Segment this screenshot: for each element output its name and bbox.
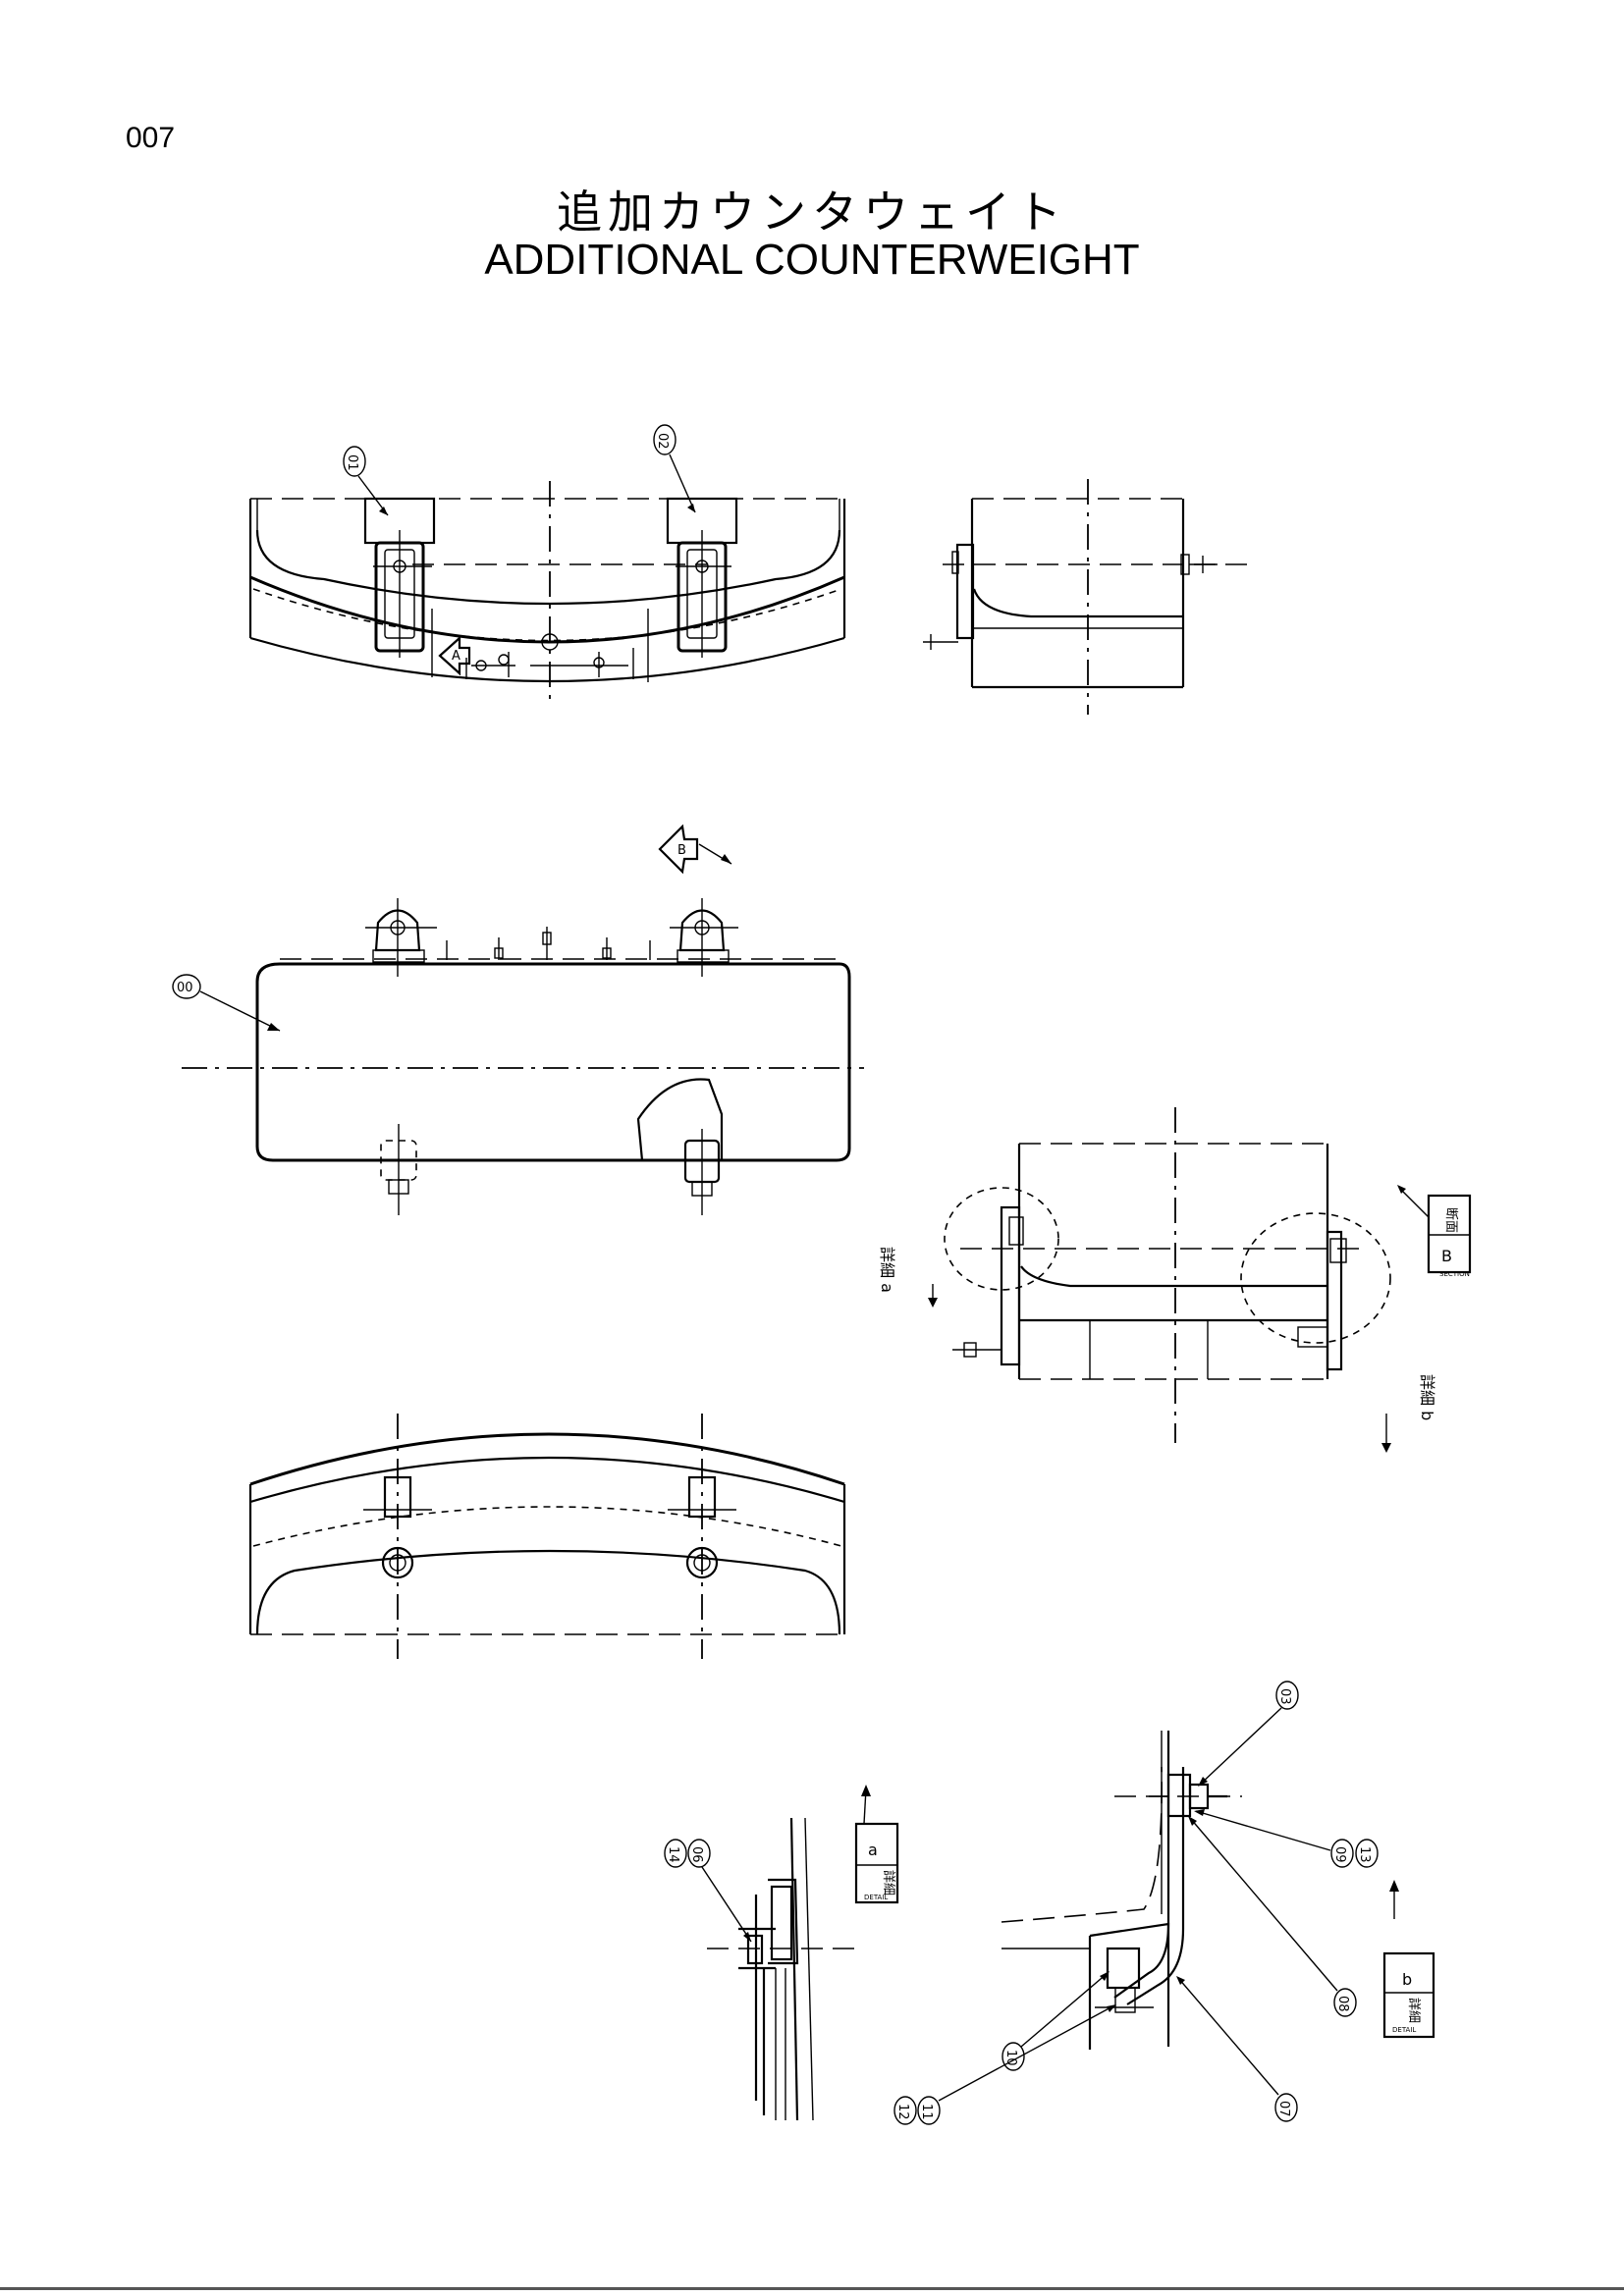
top-view: A 01 02 (248, 424, 846, 699)
svg-text:09: 09 (1332, 1846, 1347, 1863)
svg-text:00: 00 (177, 981, 193, 995)
ref-detail-b: 詳細 b (1418, 1374, 1436, 1420)
callout-00: 00 (172, 974, 281, 1032)
svg-text:DETAIL: DETAIL (864, 1894, 888, 1901)
callout-11: 11 (917, 2004, 1116, 2125)
callout-09: 09 (1194, 1809, 1354, 1868)
view-arrow-a: A (438, 635, 471, 676)
title-english: ADDITIONAL COUNTERWEIGHT (484, 236, 1140, 284)
detail-a-label: a 詳細 DETAIL (854, 1785, 899, 1904)
svg-text:11: 11 (919, 2104, 934, 2120)
view-arrow-b: B (658, 824, 732, 875)
svg-text:断面: 断面 (1443, 1207, 1458, 1233)
svg-text:詳細: 詳細 (881, 1870, 896, 1896)
svg-text:B: B (677, 843, 686, 858)
title-japanese: 追加カウンタウェイト (557, 186, 1067, 239)
svg-text:02: 02 (655, 433, 670, 450)
detail-a-view: 14 06 a 詳細 DETAIL (664, 1785, 899, 2121)
svg-text:14: 14 (666, 1846, 680, 1863)
svg-text:SECTION: SECTION (1439, 1270, 1470, 1278)
svg-text:01: 01 (345, 454, 359, 471)
svg-text:b: b (1402, 1970, 1412, 1989)
callout-01: 01 (343, 446, 389, 516)
svg-text:03: 03 (1277, 1688, 1292, 1705)
svg-text:A: A (452, 649, 460, 664)
callout-03: 03 (1198, 1681, 1299, 1787)
ref-detail-a: 詳細 a (878, 1247, 896, 1293)
callout-13: 13 (1355, 1839, 1379, 1868)
svg-text:B: B (1441, 1247, 1452, 1265)
svg-text:07: 07 (1276, 2101, 1291, 2117)
svg-text:a: a (868, 1841, 878, 1859)
svg-text:08: 08 (1335, 1996, 1350, 2012)
page-number: 007 (126, 122, 176, 154)
section-b-view: 詳細 a 詳細 b 断面 B SECTION (878, 1107, 1472, 1453)
front-view: 00 B (172, 824, 864, 1215)
detail-b-view: 03 09 13 08 07 10 (893, 1681, 1435, 2125)
svg-text:13: 13 (1357, 1846, 1372, 1863)
svg-text:06: 06 (689, 1846, 704, 1863)
callout-10: 10 (1001, 1971, 1110, 2071)
callout-14: 14 (664, 1839, 687, 1868)
bottom-rule (0, 2287, 1624, 2290)
callout-07: 07 (1176, 1976, 1298, 2122)
svg-text:10: 10 (1003, 2050, 1018, 2066)
callout-02: 02 (653, 424, 696, 513)
svg-text:詳細: 詳細 (1406, 1998, 1422, 2023)
svg-text:12: 12 (895, 2104, 910, 2120)
section-b-label: 断面 B SECTION (1397, 1185, 1472, 1278)
side-view (923, 479, 1247, 715)
callout-08: 08 (1188, 1816, 1357, 2017)
callout-06: 06 (687, 1839, 752, 1943)
detail-b-label: b 詳細 DETAIL (1382, 1880, 1435, 2039)
bottom-view (248, 1414, 846, 1659)
svg-text:DETAIL: DETAIL (1392, 2026, 1416, 2034)
callout-12: 12 (893, 2096, 917, 2125)
